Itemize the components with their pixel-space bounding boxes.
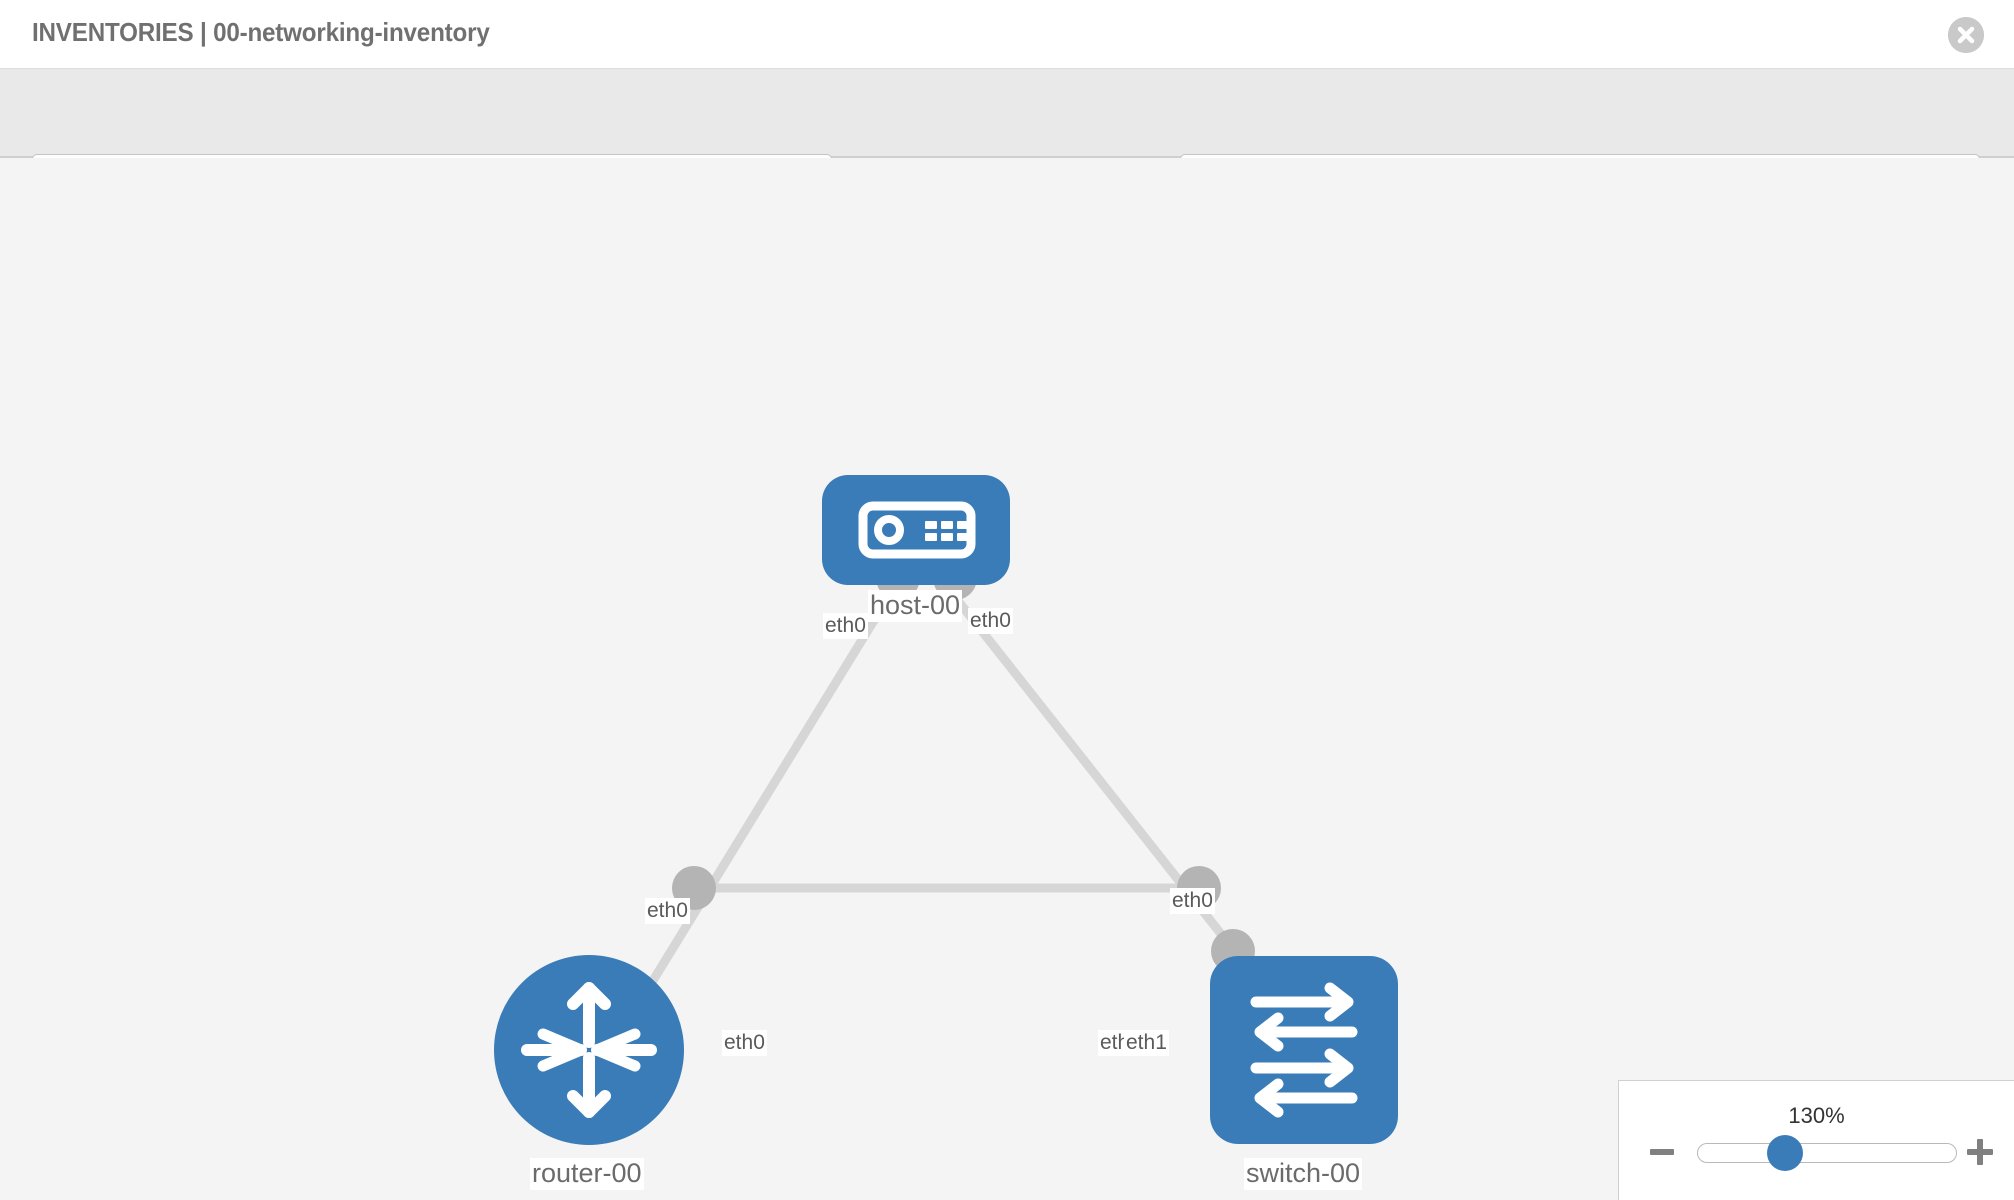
iface-label-switch-eth1-trunk: eth1 — [1124, 1030, 1169, 1056]
zoom-control-panel: 130% — [1618, 1080, 2014, 1200]
link-router-host[interactable] — [626, 575, 904, 1021]
node-host-00[interactable] — [822, 475, 1010, 585]
node-label-switch-00: switch-00 — [1244, 1158, 1363, 1190]
topology-graph — [494, 475, 1398, 1145]
node-label-router-00: router-00 — [530, 1158, 644, 1190]
page-title: INVENTORIES | 00-networking-inventory — [32, 17, 490, 47]
iface-label-host-eth0-left: eth0 — [823, 613, 868, 639]
zoom-slider-track[interactable] — [1697, 1143, 1957, 1163]
page-header: INVENTORIES | 00-networking-inventory — [0, 0, 2014, 68]
iface-label-switch-eth0-uplink: eth0 — [1170, 888, 1215, 914]
zoom-slider-thumb[interactable] — [1767, 1135, 1803, 1171]
close-icon — [1948, 17, 1984, 53]
zoom-in-button[interactable] — [1964, 1137, 1994, 1167]
node-switch-00[interactable] — [1210, 956, 1398, 1144]
node-router-00[interactable] — [494, 955, 684, 1145]
zoom-level-value: 130% — [1788, 1103, 1845, 1128]
iface-label-host-eth0-right: eth0 — [968, 608, 1013, 634]
topology-ports — [672, 556, 1255, 973]
iface-label-router-eth0-uplink: eth0 — [645, 898, 690, 924]
topology-links — [626, 575, 1244, 1021]
topology-canvas[interactable]: host-00 router-00 switch-00 eth0 eth0 et… — [0, 158, 2014, 1200]
zoom-out-button[interactable] — [1647, 1137, 1677, 1167]
close-button[interactable] — [1948, 17, 1984, 53]
iface-label-router-eth0-trunk: eth0 — [722, 1030, 767, 1056]
toolbar: ACTIONS SEARCH — [0, 68, 2014, 210]
node-label-host-00: host-00 — [868, 590, 963, 622]
